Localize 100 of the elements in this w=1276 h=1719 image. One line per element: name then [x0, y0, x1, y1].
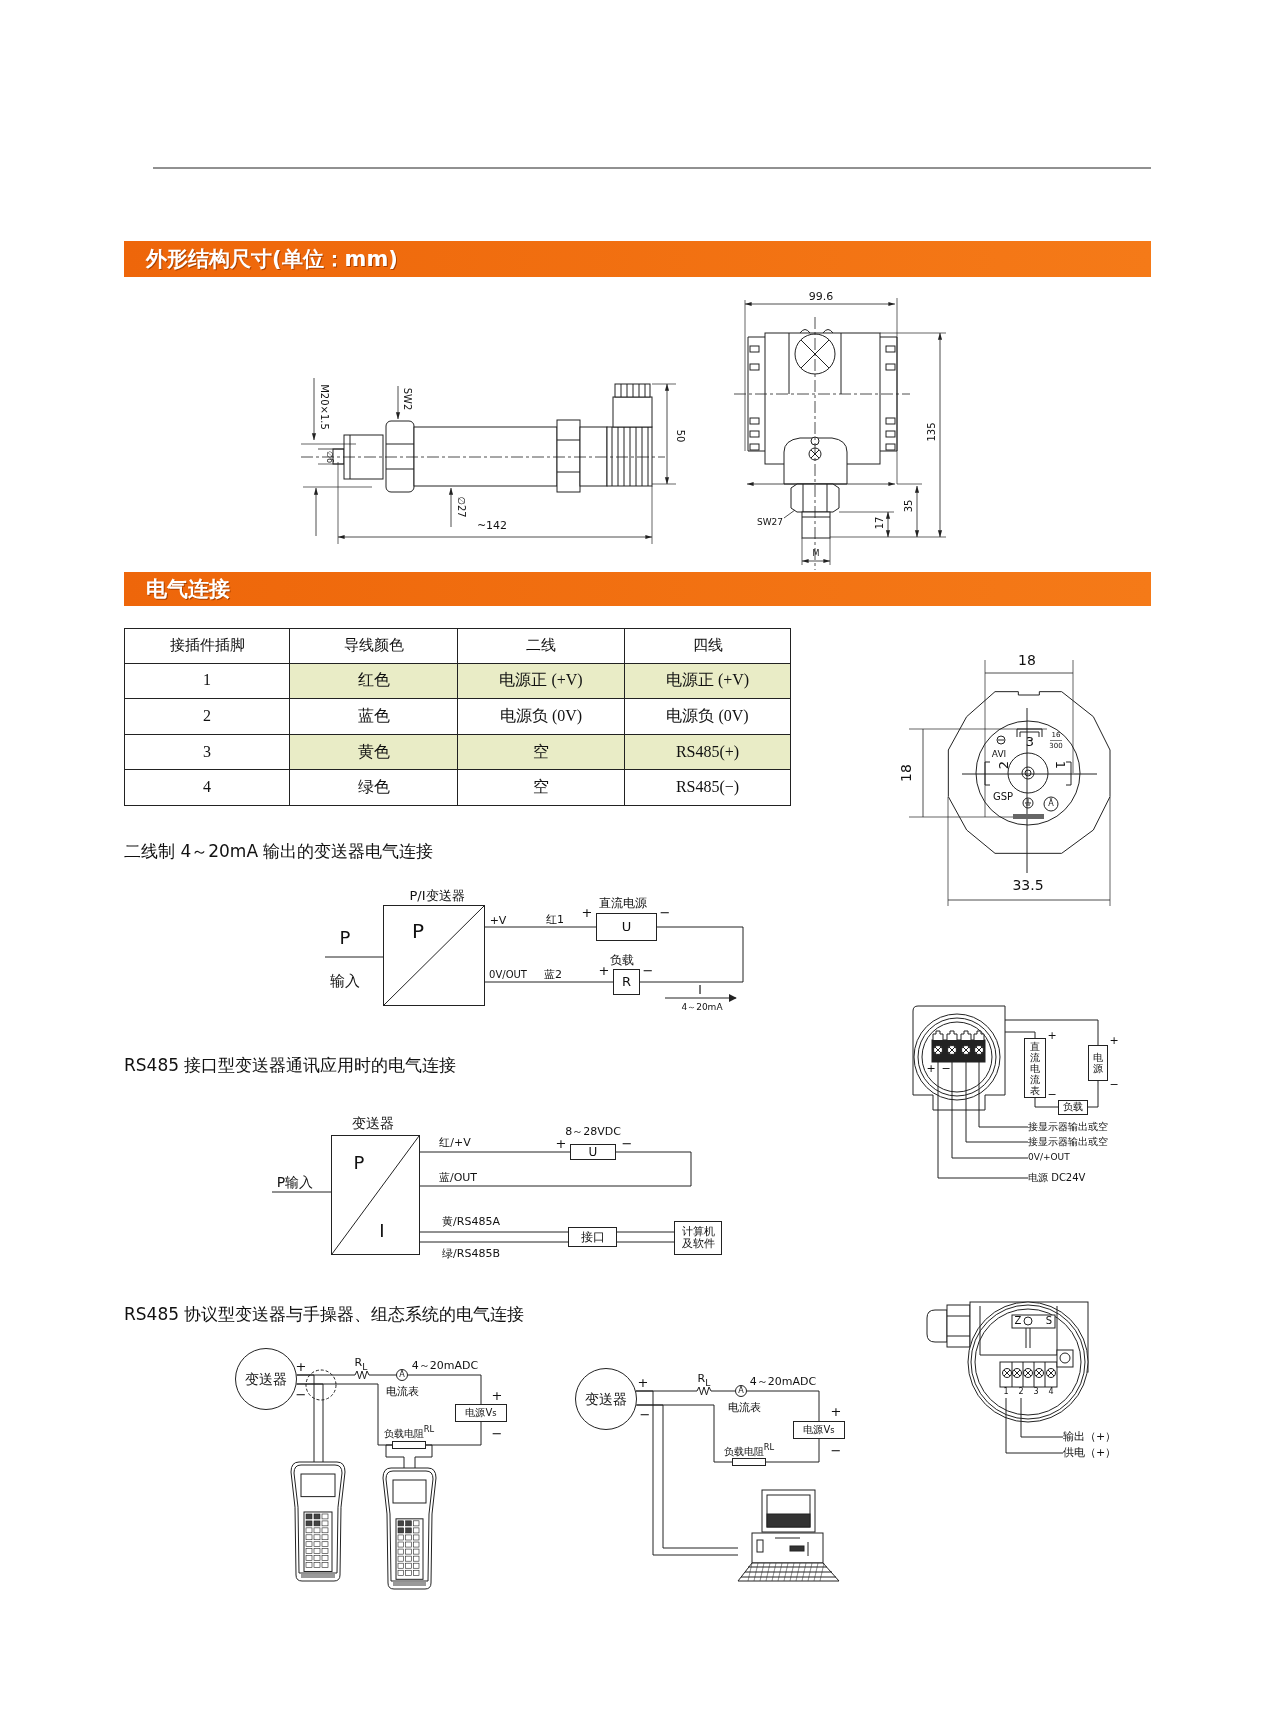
polarity-sign: +	[926, 1062, 936, 1074]
table-cell: 电源负 (0V)	[625, 699, 791, 735]
component-title: P/I变送器	[409, 888, 465, 902]
polarity-sign: +	[1109, 1034, 1119, 1046]
terminal-number: 3	[1033, 1388, 1039, 1396]
polarity-sign: −	[295, 1387, 307, 1401]
polarity-sign: −	[639, 1407, 651, 1421]
computer-drawing	[738, 1490, 839, 1581]
current-label: I	[698, 984, 702, 996]
pin-label: GSP	[992, 792, 1014, 802]
dimension-value: 18	[1018, 653, 1036, 667]
section-header-band: 外形结构尺寸(单位：mm)	[124, 241, 1151, 277]
dimension-value: 18	[899, 764, 913, 782]
ammeter-symbol: A	[735, 1385, 747, 1397]
table-cell: 绿色	[290, 770, 458, 806]
wire	[1004, 1019, 1099, 1046]
leader-line	[951, 1109, 1029, 1159]
terminal-note: 0V/+OUT	[1028, 1151, 1088, 1165]
terminal-note: 电源 DC24V	[1028, 1171, 1102, 1185]
polarity-sign: +	[637, 1375, 649, 1389]
pin-label: Ā	[1048, 800, 1054, 808]
polarity-sign: −	[621, 1136, 633, 1150]
wire	[271, 1191, 332, 1193]
component-title: 电流表	[385, 1385, 419, 1397]
table-cell: 蓝色	[290, 699, 458, 735]
dimension-value: 17	[875, 516, 885, 530]
wire	[484, 981, 614, 983]
table-header-cell: 导线颜色	[290, 628, 458, 664]
component-title: 负载电阻$^{RL}$	[723, 1443, 775, 1457]
wire-label: +V	[489, 914, 507, 926]
wire	[1004, 1031, 1036, 1039]
terminal-note: 接显示器输出或空	[1028, 1135, 1112, 1149]
leader-line	[965, 1109, 1029, 1143]
table-cell: 电源负 (0V)	[458, 699, 625, 735]
polarity-sign: −	[491, 1426, 503, 1440]
polarity-sign: −	[659, 905, 671, 919]
edge-label: 红/+V	[438, 1136, 472, 1148]
wire	[616, 1241, 675, 1243]
terminal-housing-drawing	[927, 1300, 1088, 1422]
current-label: 4～20mA	[681, 1002, 723, 1012]
wire	[419, 1151, 692, 1187]
edge-label: R$_{L}$	[353, 1357, 369, 1371]
edge-label: R$_{L}$	[696, 1373, 712, 1387]
box-label: I	[379, 1222, 385, 1240]
edge-label: 蓝/OUT	[437, 1171, 479, 1183]
dimension-value: ∅27	[456, 496, 466, 518]
dimension-value: SW27	[756, 517, 784, 527]
power-supply-box: 电源	[1088, 1045, 1108, 1081]
section-heading: RS485 协议型变送器与手操器、组态系统的电气连接	[124, 1305, 525, 1323]
wire	[484, 926, 597, 928]
polarity-sign: +	[1047, 1029, 1057, 1041]
transmitter-circle: 变送器	[575, 1368, 637, 1430]
component-title: 电流表	[727, 1401, 761, 1413]
transmitter-box	[383, 905, 485, 1006]
table-header-cell: 接插件插脚	[124, 628, 290, 664]
handheld-communicator-drawing	[291, 1462, 345, 1581]
dimension-value: ~142	[476, 519, 508, 531]
wire	[296, 1383, 324, 1463]
polarity-sign: −	[642, 963, 654, 977]
polarity-sign: +	[598, 963, 610, 977]
box-label: P	[353, 1154, 365, 1172]
section-heading: 二线制 4～20mA 输出的变送器电气连接	[124, 842, 434, 860]
component-title: 负载	[610, 954, 634, 966]
wire	[385, 1444, 405, 1469]
edge-label: 4～20mADC	[410, 1359, 480, 1371]
wire	[296, 1374, 315, 1463]
terminal-number: 1	[1003, 1388, 1009, 1396]
table-cell: RS485(−)	[625, 770, 791, 806]
power-supply-box: U	[596, 913, 657, 941]
pin-label: 2	[996, 760, 1010, 770]
terminal-number: 4	[1048, 1388, 1054, 1396]
polarity-sign: +	[295, 1359, 307, 1373]
terminal-number: 2	[1018, 1388, 1024, 1396]
component-title: 8～28VDC	[565, 1125, 621, 1137]
load-resistor-symbol	[732, 1458, 766, 1466]
table-cell: RS485(+)	[625, 734, 791, 771]
table-header-cell: 四线	[625, 628, 791, 664]
polarity-sign: +	[555, 1136, 567, 1150]
wire	[746, 1390, 820, 1422]
dimension-value: 135	[927, 422, 937, 442]
wire	[639, 926, 744, 983]
edge-label: 蓝2	[543, 968, 563, 980]
table-cell: 电源正 (+V)	[625, 663, 791, 700]
leader-line	[937, 1109, 1029, 1179]
dimension-value: 50	[675, 429, 685, 443]
terminal-note: 输出（+）	[1063, 1430, 1133, 1444]
polarity-sign: +	[491, 1388, 503, 1402]
edge-label: 红1	[545, 913, 565, 925]
wire	[324, 956, 384, 958]
transmitter-circle: 变送器	[235, 1348, 297, 1410]
handheld-communicator-drawing	[383, 1468, 436, 1589]
table-cell: 4	[124, 770, 290, 806]
wire	[1087, 1080, 1099, 1108]
switch-label: Z	[1014, 1316, 1022, 1326]
leader-line	[1020, 1421, 1064, 1438]
edge-label: 4～20mADC	[748, 1375, 818, 1387]
ammeter-box: 直流电流表	[1024, 1038, 1046, 1098]
dimension-value: 33.5	[1012, 878, 1044, 892]
polarity-sign: −	[1109, 1078, 1119, 1090]
polarity-sign: −	[1047, 1088, 1057, 1100]
